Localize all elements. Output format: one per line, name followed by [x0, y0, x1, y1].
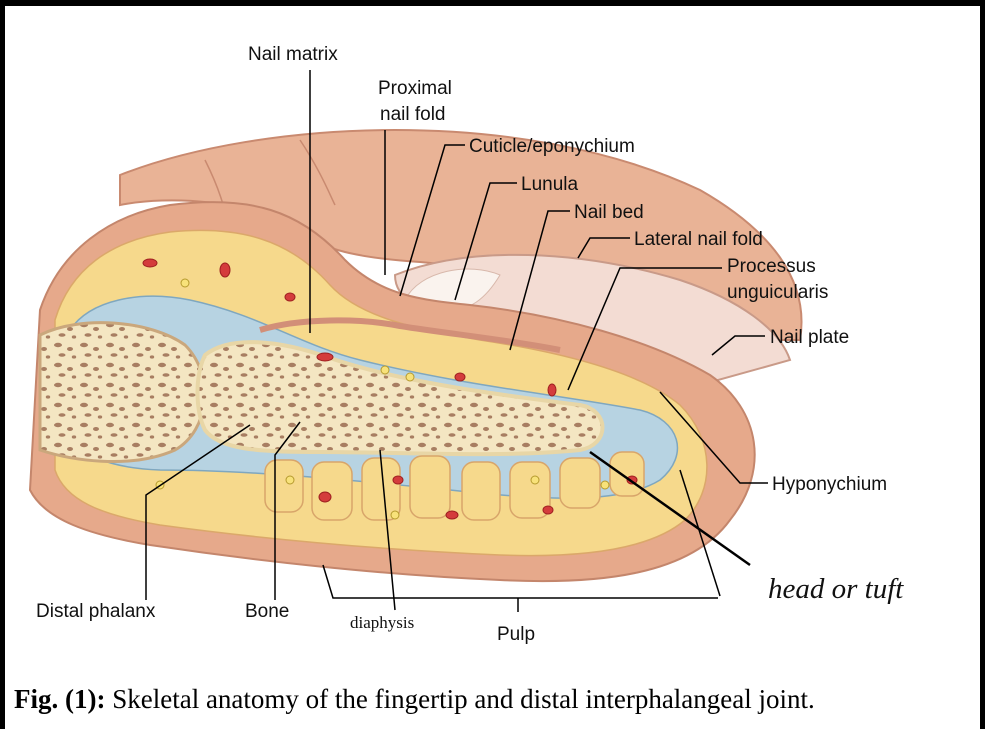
label-nail-plate: Nail plate — [770, 327, 849, 348]
label-processus-2: unguicularis — [727, 282, 828, 303]
label-pulp: Pulp — [497, 624, 535, 645]
label-cuticle: Cuticle/eponychium — [469, 136, 635, 157]
label-nail-matrix: Nail matrix — [248, 44, 338, 65]
label-distal-phalanx: Distal phalanx — [36, 601, 156, 622]
label-processus: Processus — [727, 256, 816, 277]
label-nail-bed: Nail bed — [574, 202, 644, 223]
label-proximal-nail-fold-2: nail fold — [380, 104, 446, 125]
label-diaphysis: diaphysis — [350, 613, 414, 632]
label-proximal-nail-fold: Proximal — [378, 78, 452, 99]
figure-caption: Fig. (1): Skeletal anatomy of the finger… — [14, 684, 974, 715]
caption-text: Skeletal anatomy of the fingertip and di… — [105, 684, 814, 714]
caption-prefix: Fig. (1): — [14, 684, 105, 714]
label-lateral-nail-fold: Lateral nail fold — [634, 229, 763, 250]
label-bone: Bone — [245, 601, 289, 622]
middle-phalanx — [40, 323, 205, 462]
label-hyponychium: Hyponychium — [772, 474, 887, 495]
label-lunula: Lunula — [521, 174, 578, 195]
label-head-or-tuft: head or tuft — [768, 573, 904, 605]
